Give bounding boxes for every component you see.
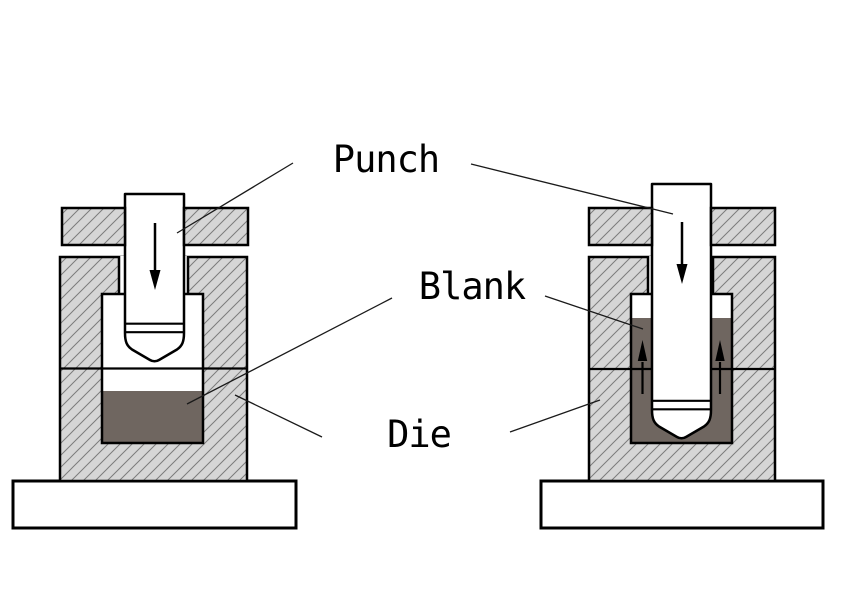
punch-tip-band-lines	[652, 399, 711, 411]
punch-body	[650, 182, 713, 440]
top-plate-right-half	[182, 206, 250, 247]
top-plate-left-half	[587, 206, 654, 247]
leader-blank-to-left-assembly	[186, 297, 393, 405]
material-flow-up-arrow-left-icon	[637, 340, 648, 394]
punch-down-arrow-icon	[676, 222, 688, 284]
arrow-head	[676, 264, 688, 284]
punch-label: Punch	[333, 138, 439, 181]
leader-die-to-right-assembly	[509, 399, 601, 433]
blank-slug	[103, 391, 203, 443]
die-label: Die	[387, 413, 451, 456]
punch-down-arrow-icon	[149, 223, 161, 290]
leader-punch-to-left-assembly	[176, 162, 294, 234]
right-assembly	[539, 182, 825, 530]
leader-lines	[176, 162, 674, 438]
blank-label: Blank	[419, 265, 526, 308]
material-flow-up-arrow-right-icon	[715, 340, 725, 394]
leader-blank-to-right-assembly	[544, 295, 644, 330]
punch-guide-hole-edges	[117, 256, 190, 294]
arrow-head	[715, 340, 725, 361]
punch-guide-hole-edges	[646, 256, 715, 294]
punch-tip-band-lines	[125, 322, 184, 334]
arrow-head	[637, 340, 648, 361]
arrow-head	[149, 270, 161, 290]
top-plate-left-half	[60, 206, 127, 247]
base-plate	[539, 479, 825, 530]
leader-die-to-left-assembly	[234, 394, 323, 438]
base-plate	[11, 479, 298, 530]
leader-punch-to-right-assembly	[470, 163, 674, 215]
left-assembly	[11, 192, 298, 530]
top-plate-right-half	[709, 206, 777, 247]
